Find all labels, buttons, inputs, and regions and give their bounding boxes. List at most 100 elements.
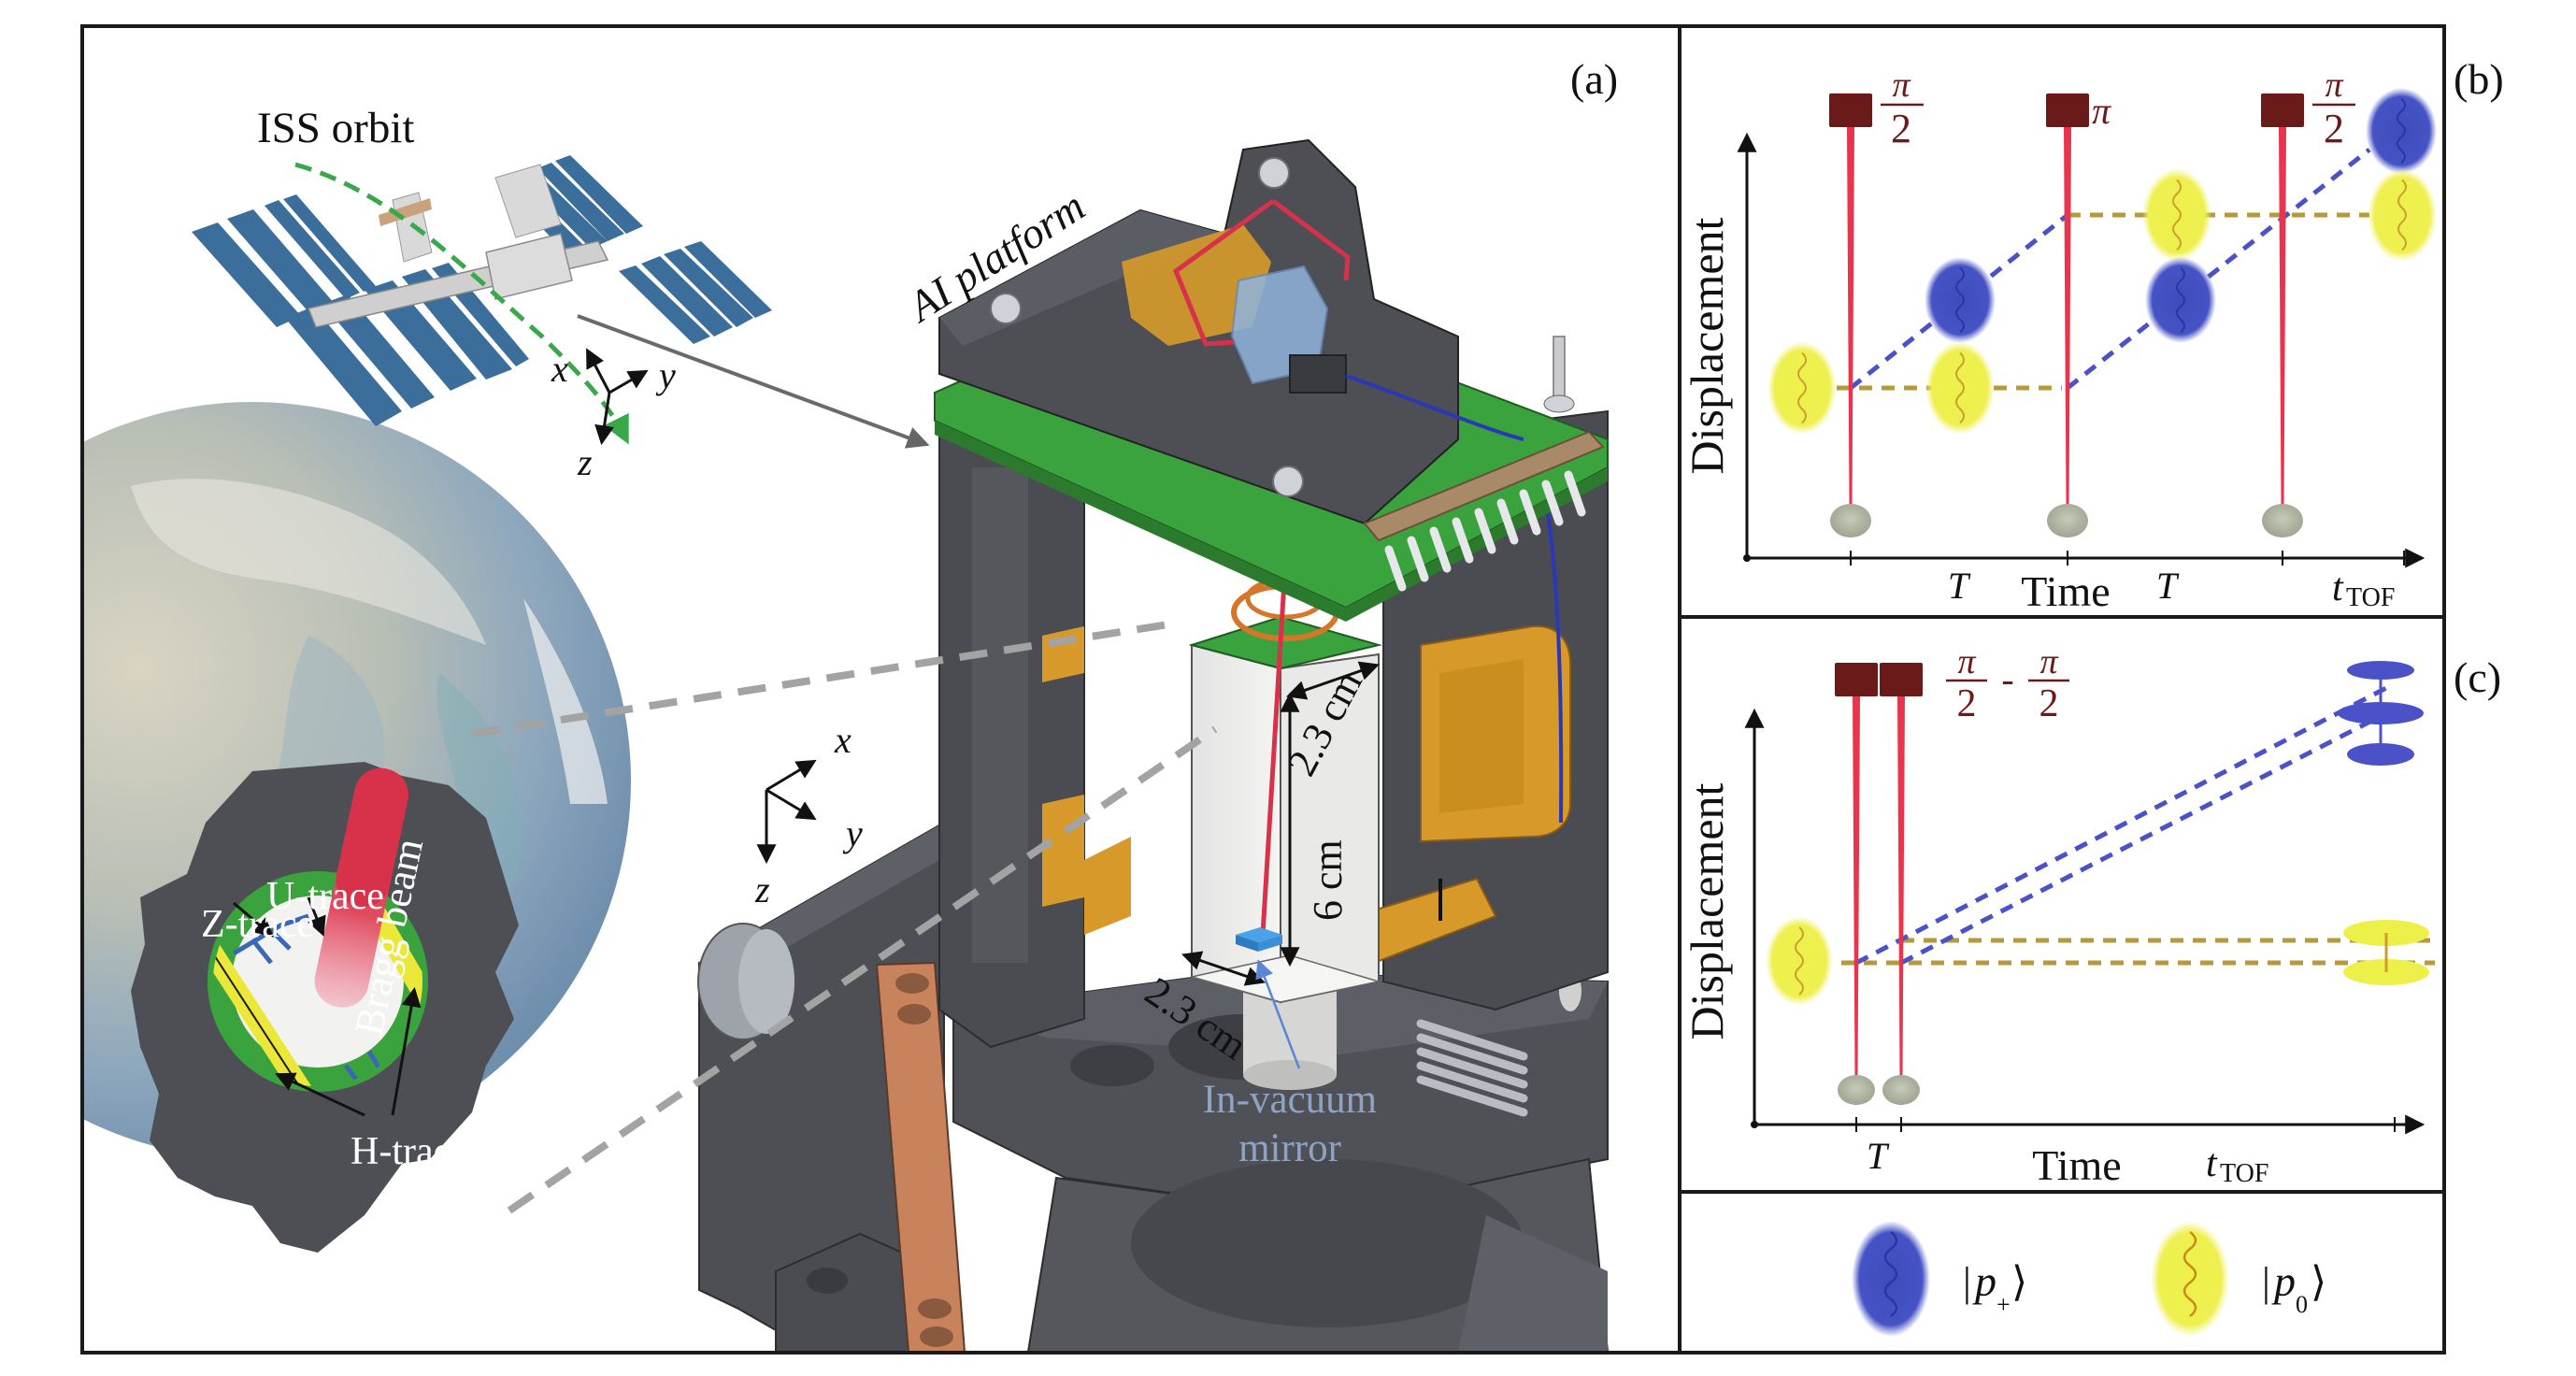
- panel-b-cloud-zero-start-wave-icon: [1797, 351, 1807, 424]
- panel-b-path-plus-2: [2066, 148, 2371, 390]
- panel-c-label: (c): [2454, 653, 2501, 701]
- panel-b-pulse-box-1: [1829, 93, 1872, 127]
- ai-platform-hardware-image: [697, 138, 1610, 1352]
- mirror-pointer-arrow: [1255, 959, 1301, 1069]
- iss-orbit-path: [294, 162, 629, 445]
- chamber-axis-y-label: y: [842, 812, 863, 854]
- panel-b-tick-T2: T: [2156, 565, 2180, 607]
- panel-c-path-plus-1: [1854, 685, 2388, 966]
- panel-b-ticks: [1850, 551, 2405, 566]
- panel-b-pulse-box-2: [2046, 93, 2089, 127]
- panel-c-tick-T: T: [1867, 1135, 1890, 1177]
- panel-b-cloud-zero-mid: [1925, 341, 1995, 435]
- panel-b-cloud-plus-final-body: [2366, 88, 2437, 174]
- panel-c-tof-main: t: [2206, 1142, 2218, 1185]
- panel-b-label: (b): [2454, 55, 2504, 103]
- panel-c-path-plus-2: [1899, 710, 2388, 966]
- cross-section-inset: [131, 762, 519, 1253]
- legend-ket-close-2: ⟩: [2311, 1259, 2326, 1305]
- panel-c-cloud-zero-start: [1766, 916, 1833, 1006]
- legend: | p + ⟩ | p 0 ⟩: [1852, 1221, 2326, 1337]
- panel-c-pulse-box-1: [1835, 663, 1878, 696]
- panel-c-clouds: [1766, 661, 2429, 1006]
- chamber-axis-z-label: z: [754, 868, 770, 910]
- panel-b-tof-main: t: [2332, 566, 2344, 609]
- panel-b-pulse-2-beam: [2064, 127, 2071, 505]
- panel-b-cloud-plus-final: [2366, 88, 2437, 174]
- panel-b-source-cloud-2: [2047, 504, 2088, 538]
- panel-b-cloud-zero-upper-body: [2142, 168, 2211, 262]
- panel-c-ticks: [1855, 1117, 2396, 1132]
- panel-b-cloud-plus-final-wave-icon: [2397, 97, 2406, 165]
- panel-c-trajectories: [1841, 685, 2435, 966]
- panel-b-cloud-plus-mid-wave-icon: [1955, 266, 1965, 334]
- panel-b-source-cloud-3: [2262, 504, 2303, 538]
- legend-blue-cloud-icon: [1852, 1221, 1930, 1337]
- legend-state-plus: p: [1972, 1257, 1996, 1305]
- panel-b-tick-T1: T: [1948, 565, 1971, 607]
- panel-b-cloud-zero-final-body: [2368, 168, 2437, 262]
- panel-c-pulse-den2: 2: [2039, 682, 2059, 725]
- legend-yellow-cloud-icon: [2151, 1221, 2229, 1337]
- panel-b-cloud-plus-mid-body: [1925, 257, 1996, 343]
- iss-axes-icon: [586, 348, 649, 446]
- legend-state-zero-sub: 0: [2296, 1291, 2308, 1318]
- mirror-label-line2: mirror: [1238, 1126, 1341, 1170]
- panel-b-cloud-zero-start-body: [1767, 341, 1837, 435]
- panel-b-clouds: [1767, 88, 2437, 435]
- iss-orbit-label: ISS orbit: [257, 104, 414, 152]
- inset-u-trace-label: U-trace: [266, 875, 384, 918]
- panel-b-trajectories: [1837, 148, 2371, 391]
- panel-b-pulse1-num: π: [1892, 65, 1911, 105]
- panel-b-cloud-plus-2-wave-icon: [2176, 266, 2185, 334]
- panel-c-final-zero-cluster: [2343, 920, 2429, 985]
- panel-c-cloud-zero-start-wave-icon: [1795, 926, 1804, 996]
- panel-b-pulse-3-beam: [2279, 127, 2286, 505]
- iss-axis-y-label: y: [655, 354, 676, 396]
- legend-state-plus-sub: +: [1996, 1291, 2011, 1318]
- panel-c-source-cloud-2: [1882, 1075, 1920, 1105]
- panel-b-pulse1-den: 2: [1891, 106, 1911, 151]
- panel-c-pulse-box-2: [1880, 663, 1923, 696]
- panel-b-cloud-zero-final: [2368, 168, 2437, 262]
- legend-ket-close: ⟩: [2011, 1259, 2027, 1305]
- panel-a: ISS orbit x y z: [84, 104, 1610, 1352]
- panel-c-pulse-num2: π: [2039, 642, 2058, 681]
- panel-a-label: (a): [1570, 55, 1618, 103]
- mirror-label-line1: In-vacuum: [1203, 1078, 1377, 1122]
- legend-ket-open-2: |: [2262, 1259, 2270, 1305]
- panel-c-pulse-2-beam: [1897, 696, 1905, 1075]
- panel-b-cloud-plus-2: [2145, 257, 2216, 343]
- panel-b-cloud-zero-upper: [2142, 168, 2211, 262]
- panel-b: π 2 π π 2 T Time T t TOF Displacement: [1681, 65, 2437, 615]
- dimension-height: 6 cm: [1305, 839, 1351, 921]
- panel-b-cloud-zero-final-wave-icon: [2397, 179, 2407, 251]
- panel-b-cloud-plus-mid: [1925, 257, 1996, 343]
- panel-b-xlabel: Time: [2021, 567, 2110, 615]
- panel-b-cloud-zero-upper-wave-icon: [2172, 179, 2182, 251]
- panel-b-source-cloud-1: [1830, 504, 1871, 538]
- panel-b-tof-sub: TOF: [2346, 583, 2395, 612]
- chamber-axis-x-label: x: [834, 719, 852, 761]
- panel-c-xlabel: Time: [2032, 1141, 2121, 1189]
- panel-b-cloud-zero-mid-body: [1925, 341, 1995, 435]
- panel-b-pulse-1-beam: [1847, 127, 1854, 505]
- legend-state-zero: p: [2271, 1257, 2296, 1305]
- panel-c-pulses: [1835, 663, 1923, 1105]
- iss-axis-x-label: x: [551, 348, 568, 390]
- iss-axis-z-label: z: [577, 441, 593, 483]
- legend-item-zero: | p 0 ⟩: [2151, 1221, 2326, 1337]
- panel-c-cloud-zero-start-body: [1766, 916, 1833, 1006]
- panel-b-pulses: [1829, 93, 2304, 538]
- panel-c: π 2 - π 2 T Time t TOF Displacement: [1681, 642, 2435, 1189]
- inset-z-trace-label: Z-trace: [201, 903, 314, 946]
- panel-c-source-cloud-1: [1838, 1075, 1875, 1105]
- panel-c-pulse-sep: -: [2001, 658, 2013, 700]
- inset-h-traces-label: H-traces: [351, 1130, 483, 1173]
- iss-image: [192, 155, 772, 426]
- panel-b-pulse3-den: 2: [2324, 106, 2344, 151]
- panel-c-pulse-1-beam: [1853, 696, 1860, 1075]
- panel-b-cloud-plus-2-body: [2145, 257, 2216, 343]
- panel-c-pulse-den1: 2: [1957, 682, 1977, 725]
- panel-b-ylabel: Displacement: [1681, 217, 1733, 474]
